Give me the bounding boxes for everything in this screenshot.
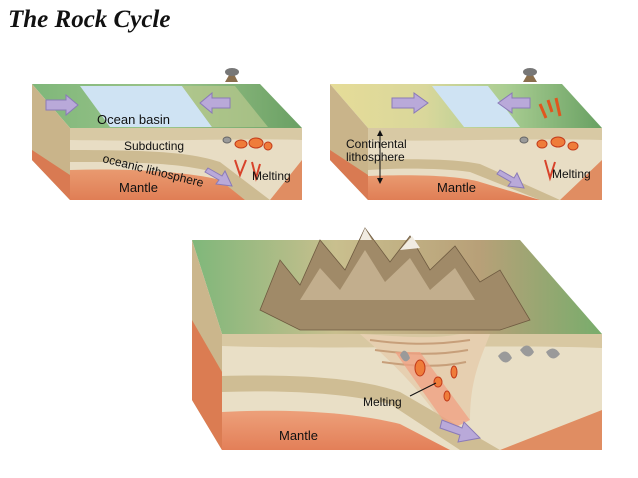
subduction-arrow	[204, 167, 233, 187]
plate-motion-arrow-right	[199, 91, 231, 115]
melting-leader-line	[409, 382, 437, 397]
volcano-icon	[225, 70, 238, 82]
ocean-water	[80, 86, 212, 127]
diagram-title: The Rock Cycle	[8, 6, 171, 33]
melting-label-1: Melting	[252, 169, 291, 183]
subducting-label: Subducting	[124, 139, 184, 153]
plutons	[400, 345, 560, 363]
plate-motion-arrow-right-2	[497, 92, 531, 114]
melting-label-2: Melting	[552, 167, 591, 181]
subduction-arrow-2	[496, 169, 525, 189]
plate-motion-arrow-left	[45, 93, 79, 117]
mantle-label-1: Mantle	[119, 180, 158, 195]
mantle-layer	[70, 169, 245, 200]
plate-motion-arrow-left-2	[391, 92, 429, 114]
lithosphere-label: lithosphere	[346, 150, 405, 164]
mantle-label-2: Mantle	[437, 180, 476, 195]
melting-zone	[395, 352, 470, 430]
subducting-slab	[70, 150, 270, 200]
magma-blobs-2	[519, 136, 579, 151]
continental-label: Continental	[346, 137, 407, 151]
magma-blobs	[222, 136, 273, 151]
melting-label-3: Melting	[363, 395, 402, 409]
ocean-basin-label: Ocean basin	[97, 112, 170, 127]
mantle-label-3: Mantle	[279, 428, 318, 443]
subduction-arrow-3	[439, 419, 482, 443]
magma-blobs-3	[414, 359, 458, 402]
ocean-water-2	[432, 86, 520, 127]
mantle-layer-3	[222, 410, 450, 450]
